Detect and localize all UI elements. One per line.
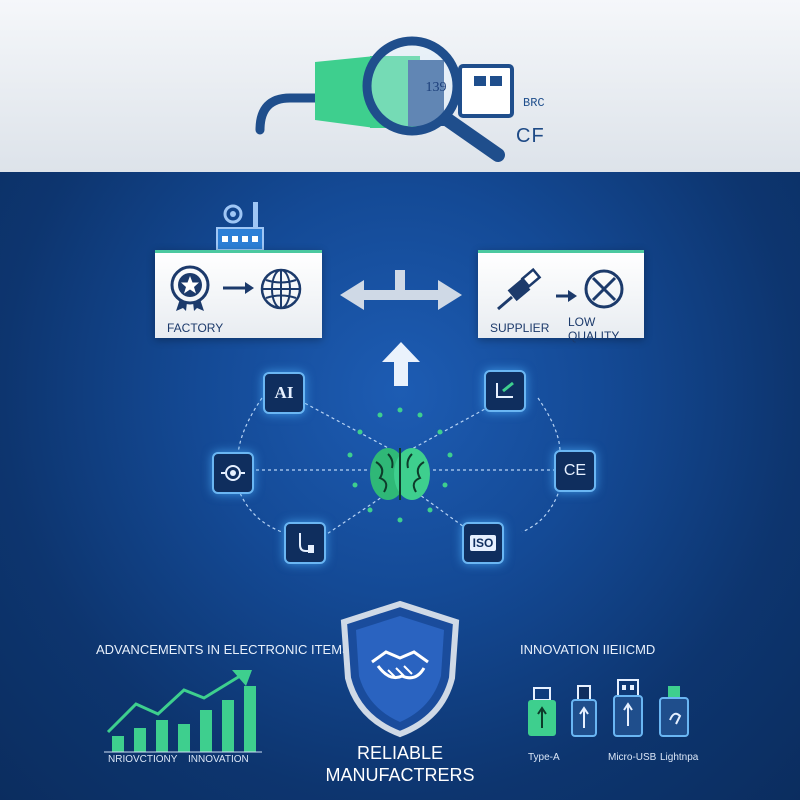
solder-iron-icon — [484, 370, 526, 412]
chart-label-1: NRIOVCTIONY — [108, 754, 178, 765]
robot-icon — [212, 452, 254, 494]
up-arrow-icon — [382, 342, 420, 386]
ai-node-label: AI — [274, 383, 294, 402]
micro-usb-label: Micro-USB — [608, 752, 657, 763]
robot-glyph — [221, 465, 245, 481]
reject-icon — [584, 269, 624, 309]
usb-tag-label: CF — [516, 125, 545, 147]
usb-magnifier-illustration: BRC — [255, 36, 545, 162]
type-a-label: Type-A — [528, 752, 560, 763]
low-quality-label: LOW QUALITY — [568, 315, 620, 343]
ce-node-label: CE — [563, 462, 587, 479]
usb-type-a-icon — [528, 687, 556, 736]
brain-icon — [370, 448, 430, 500]
chart-label-2: INNOVATION — [188, 754, 249, 765]
double-arrow-icon — [340, 270, 462, 310]
solder-glyph — [496, 381, 514, 398]
cable-plug-icon — [284, 522, 326, 564]
factory-panel: FACTORY — [155, 250, 322, 338]
reliable-line-2: MANUFACTRERS — [325, 765, 475, 785]
usb-cable-icon — [497, 267, 542, 311]
arrow-right-icon — [556, 290, 577, 302]
ce-mark-icon: CE — [554, 450, 596, 492]
iso-mark-icon: ISO — [462, 522, 504, 564]
growth-chart-icon — [104, 670, 262, 753]
reliable-caption: RELIABLE MANUFACTRERS — [320, 742, 480, 786]
shield-handshake-icon — [340, 600, 460, 738]
supplier-label: SUPPLIER — [490, 321, 550, 335]
svg-text:BRC: BRC — [523, 96, 545, 110]
reliable-line-1: RELIABLE — [356, 743, 444, 763]
micro-usb-icon — [613, 679, 643, 737]
globe-icon — [260, 268, 302, 310]
iso-node-label: ISO — [469, 535, 497, 551]
ai-chip-icon: AI — [263, 372, 305, 414]
advancements-heading: ADVANCEMENTS IN ELECTRONIC ITEMS — [96, 642, 351, 657]
innovation-heading: INNOVATION IIEIICMD — [520, 642, 656, 657]
plug-glyph — [299, 533, 314, 553]
lightning-label: Lightnpa — [660, 752, 699, 763]
usb-type-b-icon — [571, 685, 597, 737]
supplier-panel: SUPPLIER LOW QUALITY — [478, 250, 644, 343]
factory-label: FACTORY — [167, 321, 224, 335]
arrow-right-icon — [223, 282, 254, 294]
award-badge-icon — [170, 265, 210, 311]
factory-icon — [216, 202, 264, 251]
lightning-icon — [659, 686, 689, 737]
usb-badge: 139 — [425, 80, 447, 95]
